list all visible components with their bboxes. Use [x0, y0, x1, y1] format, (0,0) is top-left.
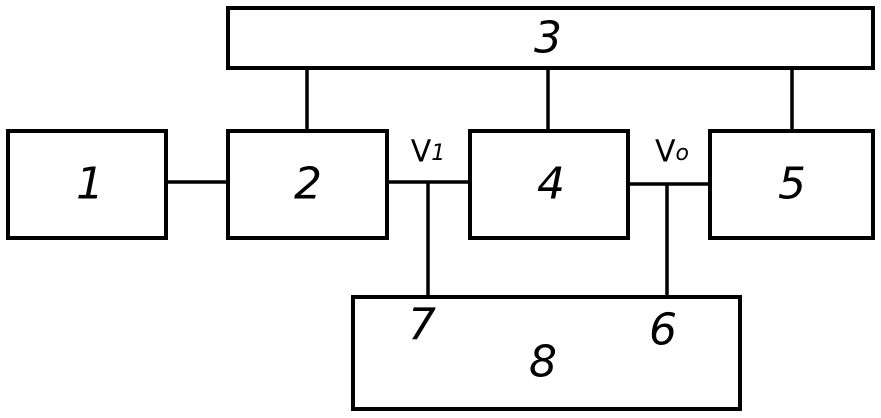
- block-5: [708, 129, 875, 240]
- block-8-label: 8: [529, 337, 557, 388]
- connections: [166, 68, 794, 297]
- block-1-label: 1: [76, 159, 104, 210]
- block-8: [351, 295, 742, 411]
- block-5-label: 5: [778, 159, 806, 210]
- block-4-label: 4: [537, 159, 565, 210]
- block-2: [226, 129, 389, 240]
- signal-v1-label: V1: [411, 135, 446, 170]
- node-7-label: 7: [408, 300, 436, 351]
- signal-v1-subscript: 1: [431, 141, 445, 166]
- block-2-label: 2: [294, 159, 322, 210]
- signal-v0-base: V: [655, 135, 676, 170]
- signal-v0-subscript: o: [676, 141, 689, 166]
- block-4: [468, 129, 630, 240]
- block-3-label: 3: [534, 13, 562, 64]
- node-6-label: 6: [649, 305, 677, 356]
- signal-v1-base: V: [411, 135, 432, 170]
- block-3: [226, 6, 875, 70]
- block-1: [6, 129, 168, 240]
- signal-v0-label: Vo: [655, 135, 689, 170]
